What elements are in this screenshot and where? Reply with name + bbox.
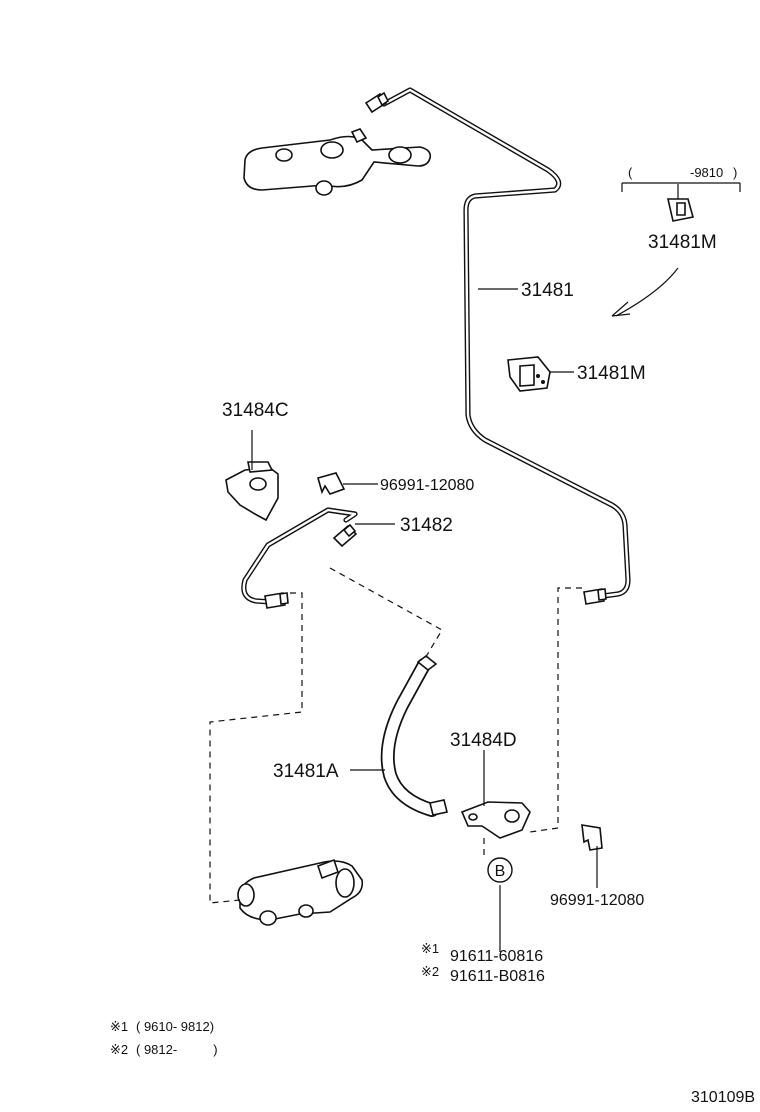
- clip-96991-lower: [581, 824, 603, 851]
- clip-31481m-top: [666, 198, 695, 222]
- legend-range-1: ( 9610- 9812): [136, 1019, 214, 1034]
- callout-b: B: [487, 857, 513, 883]
- label-31482: 31482: [400, 515, 453, 536]
- label-96991-upper: 96991-12080: [380, 477, 474, 494]
- clutch-flexible-hose-31481a: [380, 654, 448, 817]
- bracket-31484d: [460, 801, 531, 839]
- label-31481m-bottom: 31481M: [577, 363, 646, 384]
- label-31484c: 31484C: [222, 400, 289, 421]
- callout-b-letter: B: [495, 863, 506, 880]
- clutch-pipe-31481: [364, 87, 631, 605]
- label-31481a: 31481A: [273, 761, 339, 782]
- note-mark-2: ※2: [421, 964, 439, 979]
- legend-mark-2: ※2: [110, 1042, 128, 1057]
- label-31481m-top: 31481M: [648, 232, 717, 253]
- label-31481: 31481: [521, 280, 574, 301]
- label-96991-lower: 96991-12080: [550, 892, 644, 909]
- figure-id: 310109B: [691, 1089, 755, 1106]
- clip-96991-upper: [317, 472, 346, 495]
- label-91611-60816: 91611-60816: [450, 948, 543, 965]
- clip-31481m-bottom: [507, 356, 551, 392]
- legend-range-2: ( 9812- ): [136, 1042, 218, 1057]
- bracket-31484c: [225, 461, 279, 522]
- label-91611-b0816: 91611-B0816: [450, 968, 545, 985]
- note-mark-1: ※1: [421, 941, 439, 956]
- clutch-release-cylinder: [237, 858, 364, 926]
- clutch-master-cylinder: [243, 128, 432, 196]
- bracket-open: (: [628, 165, 633, 180]
- leader-lines: [251, 182, 741, 952]
- bracket-range: -9810: [690, 165, 723, 180]
- label-31484d: 31484D: [450, 730, 517, 751]
- clutch-pipe-31482: [241, 507, 358, 609]
- bracket-close: ): [733, 165, 737, 180]
- legend-mark-1: ※1: [110, 1019, 128, 1034]
- dashed-alignment-lines: [209, 567, 582, 904]
